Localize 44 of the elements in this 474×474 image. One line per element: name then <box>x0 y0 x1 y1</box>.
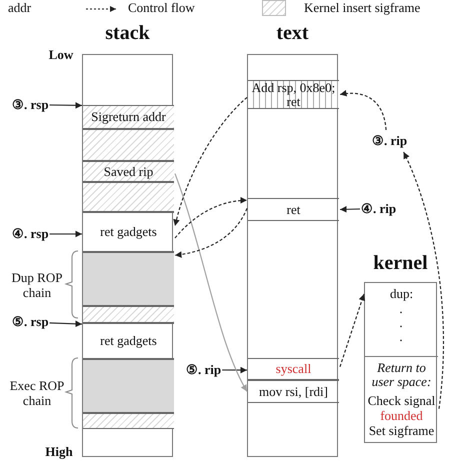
note-text: Return to user space: <box>370 361 432 389</box>
arrow <box>222 366 247 374</box>
ellipsis-dot: . <box>398 316 404 330</box>
pointer-label: ⑤. rip <box>186 361 222 379</box>
code-cell: ret <box>248 198 339 221</box>
code-cell: mov rsi, [rdi] <box>248 380 339 403</box>
ellipsis-dot: . <box>398 330 404 344</box>
arrow <box>50 230 82 238</box>
arrow <box>340 206 360 213</box>
bracket-label: Dup ROP chain <box>10 270 64 302</box>
shaded-block <box>83 252 174 306</box>
note-text: dup: <box>388 287 414 301</box>
note-text: founded <box>379 409 424 423</box>
dashed-arrow <box>174 208 248 258</box>
pointer-label: ④. rip <box>361 200 396 218</box>
code-cell: syscall <box>248 358 339 380</box>
note-text: Check signal <box>366 394 436 408</box>
shaded-block <box>83 359 174 413</box>
axis-label: High <box>44 444 74 461</box>
legend-text: Kernel insert sigframe <box>304 0 420 17</box>
memory-cell: Saved rip <box>83 161 174 182</box>
pointer-label: ⑤. rsp <box>12 313 49 331</box>
pointer-label: ④. rsp <box>12 225 49 243</box>
dashed-arrow <box>173 97 248 226</box>
dashed-arrow <box>340 90 387 130</box>
dashed-arrow <box>174 197 248 238</box>
pointer-label: ③. rip <box>372 132 408 150</box>
axis-label: Low <box>48 47 74 64</box>
ellipsis-dot: . <box>398 302 404 316</box>
legend-text: addr <box>8 0 32 17</box>
memory-cell: Sigreturn addr <box>83 105 174 129</box>
bracket-label: Exec ROP chain <box>8 378 66 410</box>
legend-text: Control flow <box>128 0 195 17</box>
arrow <box>50 102 82 109</box>
note-text: Set sigframe <box>368 424 436 438</box>
arrow <box>50 320 82 328</box>
column-title: kernel <box>372 252 429 276</box>
dashed-arrow <box>403 152 444 409</box>
dashed-arrow <box>339 294 366 367</box>
pointer-label: ③. rsp <box>12 96 49 114</box>
code-cell: Add rsp, 0x8e0; ret <box>248 80 339 109</box>
column-title: stack <box>104 22 151 46</box>
column-title: text <box>275 22 310 46</box>
arrow <box>174 173 248 392</box>
